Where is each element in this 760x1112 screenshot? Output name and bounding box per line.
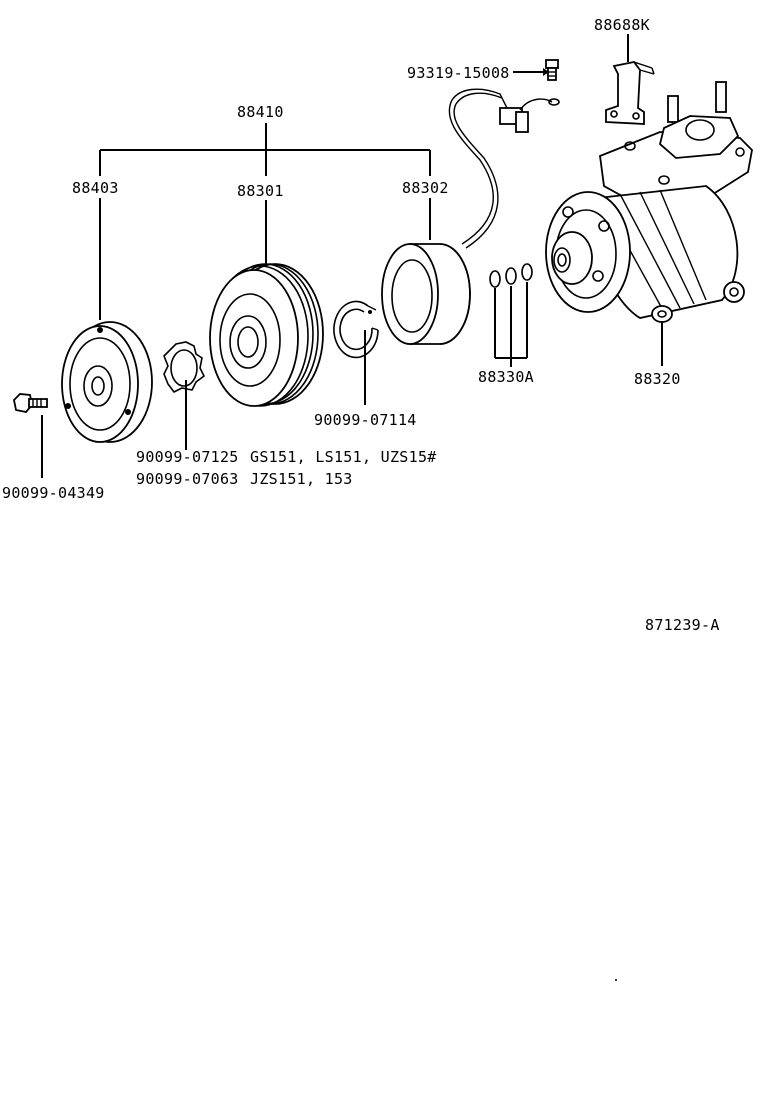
- bolt-left-part: [13, 393, 48, 413]
- label-field-coil: 88302: [402, 179, 449, 197]
- label-shim-a-models: GS151, LS151, UZS15#: [250, 448, 437, 466]
- label-assembly: 88410: [237, 103, 284, 121]
- label-orings: 88330A: [478, 368, 534, 386]
- pressure-plate-part: [61, 321, 153, 443]
- label-compressor: 88320: [634, 370, 681, 388]
- leader-lines: [41, 34, 663, 478]
- part-labels: 88410 88403 88301 88302 88688K 93319-150…: [2, 16, 720, 634]
- label-snap-ring: 90099-07114: [314, 411, 417, 429]
- label-shim-a-part: 90099-07125: [136, 448, 239, 466]
- field-coil-part: [381, 243, 471, 345]
- pulley-part: [209, 263, 324, 407]
- compressor-part: [545, 81, 753, 323]
- bolt-top-part: [545, 59, 559, 81]
- stray-dot: [615, 979, 617, 981]
- label-pulley: 88301: [237, 182, 284, 200]
- label-bolt-left: 90099-04349: [2, 484, 105, 502]
- label-bracket: 88688K: [594, 16, 650, 34]
- figure-id: 871239-A: [645, 616, 720, 634]
- label-shim-b-part: 90099-07063: [136, 470, 239, 488]
- shim-part: [163, 341, 206, 394]
- wire-harness-part: [448, 88, 560, 249]
- o-rings-part: [489, 263, 533, 288]
- label-bolt-top: 93319-15008: [407, 64, 510, 82]
- snap-ring-part: [333, 300, 379, 359]
- label-pressure-plate: 88403: [72, 179, 119, 197]
- label-shim-b-models: JZS151, 153: [250, 470, 353, 488]
- bracket-part: [605, 61, 655, 125]
